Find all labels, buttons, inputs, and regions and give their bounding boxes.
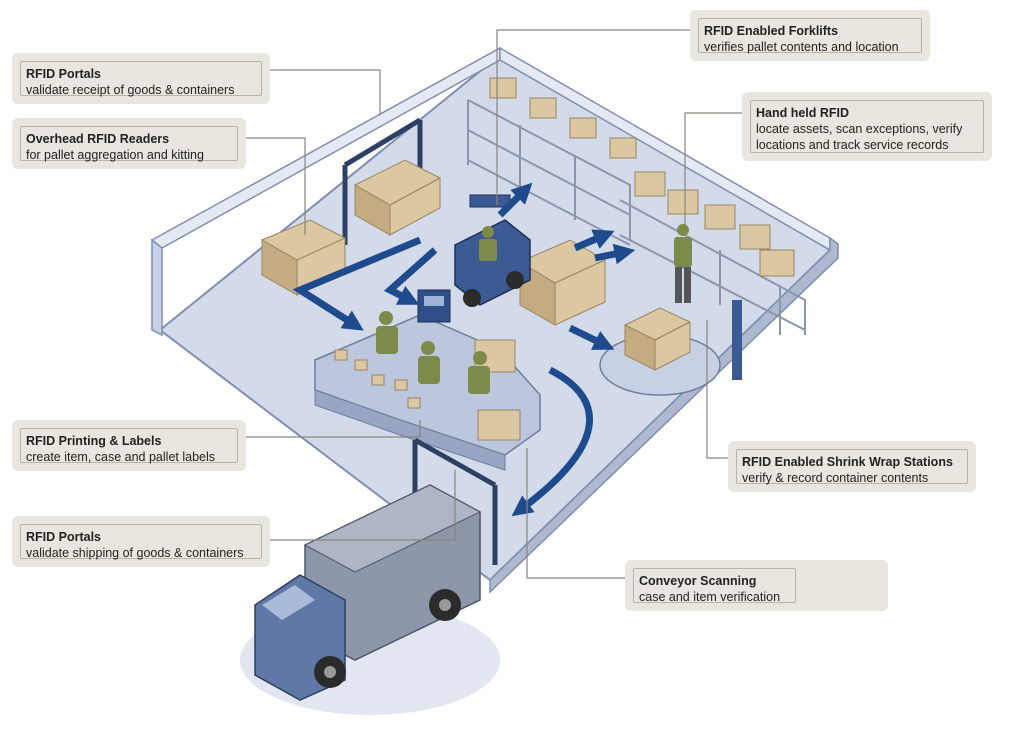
pallet-stacks [260,159,607,326]
workers [376,224,692,394]
callout-title: Conveyor Scanning [639,574,757,588]
callout-printing-labels: RFID Printing & Labels create item, case… [12,420,246,471]
shelf-boxes [489,77,795,277]
callout-title: RFID Enabled Forklifts [704,24,839,38]
callout-desc: create item, case and pallet labels [26,450,215,464]
callout-rfid-forklifts: RFID Enabled Forklifts verifies pallet c… [690,10,930,61]
callout-title: RFID Printing & Labels [26,434,162,448]
callout-desc: case and item verification [639,590,781,604]
callout-desc: locations and track service records [756,138,949,152]
callout-rfid-portals-receipt: RFID Portals validate receipt of goods &… [12,53,270,104]
callout-handheld-rfid: Hand held RFID locate assets, scan excep… [742,92,992,161]
label-printer [417,289,451,323]
forklift [454,194,531,307]
callout-rfid-portals-shipping: RFID Portals validate shipping of goods … [12,516,270,567]
callout-desc: for pallet aggregation and kitting [26,148,204,162]
callout-desc: validate shipping of goods & containers [26,546,244,560]
callout-title: RFID Enabled Shrink Wrap Stations [742,455,953,469]
callout-desc: verifies pallet contents and location [704,40,899,54]
callout-overhead-readers: Overhead RFID Readers for pallet aggrega… [12,118,246,169]
callout-desc: validate receipt of goods & containers [26,83,235,97]
flow-arrows [292,182,636,517]
callout-title: RFID Portals [26,530,102,544]
callout-title: Hand held RFID [756,106,850,120]
callout-shrink-wrap: RFID Enabled Shrink Wrap Stations verify… [728,441,976,492]
callout-conveyor-scanning: Conveyor Scanning case and item verifica… [625,560,888,611]
callout-desc: verify & record container contents [742,471,929,485]
shrink-wrap-station [599,300,742,396]
callout-desc: locate assets, scan exceptions, verify [756,122,963,136]
delivery-truck [240,484,500,715]
callout-title: RFID Portals [26,67,102,81]
leader-lines [245,29,742,579]
callout-title: Overhead RFID Readers [26,132,170,146]
